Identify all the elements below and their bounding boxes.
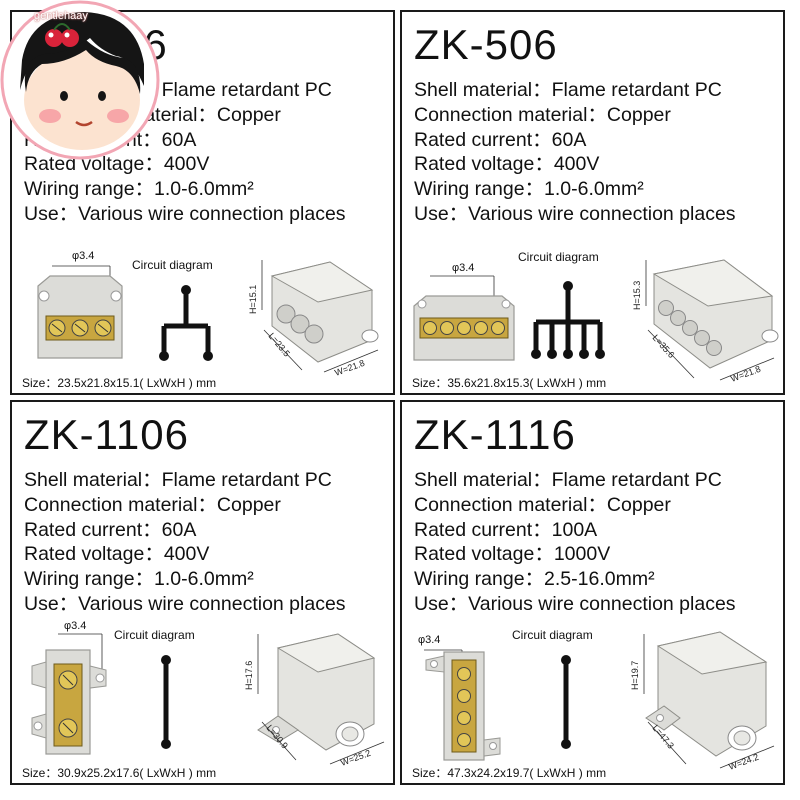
model-title: ZK-1116: [414, 411, 576, 458]
spec-wiring-range: Wiring range：2.5-16.0mm²: [414, 568, 655, 591]
isometric-drawing: H=15.1 L=23.5 W=21.8: [248, 260, 379, 378]
dim-height: H=15.1: [248, 285, 258, 314]
spec-shell-material: Shell material：Flame retardant PC: [414, 79, 722, 101]
product-panel-zk-1106: ZK-1106 Shell material：Flame retardant P…: [10, 400, 395, 785]
top-view-drawing: [413, 275, 515, 361]
dim-width: W=24.2: [727, 752, 760, 772]
dim-width: W=25.2: [339, 748, 372, 768]
model-title: ZK-506: [414, 21, 558, 68]
size-label: Size：35.6x21.8x15.3( LxWxH ) mm: [412, 376, 607, 390]
spec-wiring-range: Wiring range：1.0-6.0mm²: [414, 178, 644, 201]
watermark-text: gentlehaay: [34, 10, 88, 22]
circuit-diagram-label: Circuit diagram: [512, 628, 593, 642]
spec-use: Use：Various wire connection places: [24, 592, 346, 615]
model-title: ZK-1106: [24, 411, 189, 458]
size-label: Size：47.3x24.2x19.7( LxWxH ) mm: [412, 766, 607, 780]
spec-use: Use：Various wire connection places: [414, 592, 736, 615]
shop-logo-avatar: [0, 0, 160, 160]
circuit-diagram-label: Circuit diagram: [518, 250, 599, 264]
product-panel-zk-506: ZK-506 Shell material：Flame retardant PC…: [400, 10, 785, 395]
spec-rated-voltage: Rated voltage：400V: [414, 153, 600, 176]
product-panel-zk-1116: ZK-1116 Shell material：Flame retardant P…: [400, 400, 785, 785]
hole-diameter-label: φ3.4: [64, 620, 87, 632]
spec-connection-material: Connection material：Copper: [414, 493, 671, 516]
isometric-drawing: H=15.3 L=35.6 W=21.8: [632, 259, 779, 384]
size-label: Size：30.9x25.2x17.6( LxWxH ) mm: [22, 766, 217, 780]
top-view-drawing: [424, 649, 501, 761]
size-label: Size：23.5x21.8x15.1( LxWxH ) mm: [22, 376, 217, 390]
circuit-diagram: [531, 281, 605, 359]
spec-rated-current: Rated current：60A: [24, 518, 197, 541]
spec-connection-material: Connection material：Copper: [24, 493, 281, 516]
spec-shell-material: Shell material：Flame retardant PC: [414, 469, 722, 491]
top-view-drawing: [31, 633, 107, 755]
hole-diameter-label: φ3.4: [418, 634, 441, 646]
circuit-diagram: [161, 655, 171, 749]
circuit-diagram-label: Circuit diagram: [114, 628, 195, 642]
dim-height: H=15.3: [632, 281, 642, 310]
spec-use: Use：Various wire connection places: [24, 202, 346, 225]
circuit-diagram-label: Circuit diagram: [132, 258, 213, 272]
spec-rated-current: Rated current：100A: [414, 518, 598, 541]
spec-list: Shell material：Flame retardant PC Connec…: [414, 78, 736, 227]
dim-height: H=19.7: [630, 661, 640, 690]
spec-shell-material: Shell material：Flame retardant PC: [24, 469, 332, 491]
dim-width: W=21.8: [333, 358, 366, 378]
spec-connection-material: Connection material：Copper: [414, 103, 671, 126]
spec-list: Shell material：Flame retardant PC Connec…: [414, 468, 736, 617]
isometric-drawing: H=19.7 L=47.3 W=24.2: [630, 631, 775, 772]
spec-wiring-range: Wiring range：1.0-6.0mm²: [24, 178, 254, 201]
spec-list: Shell material：Flame retardant PC Connec…: [24, 468, 346, 617]
spec-rated-voltage: Rated voltage：1000V: [414, 543, 611, 566]
top-view-drawing: [37, 265, 123, 359]
dim-width: W=21.8: [729, 364, 762, 384]
spec-wiring-range: Wiring range：1.0-6.0mm²: [24, 568, 254, 591]
dim-height: H=17.6: [244, 661, 254, 690]
hole-diameter-label: φ3.4: [72, 250, 95, 262]
spec-use: Use：Various wire connection places: [414, 202, 736, 225]
circuit-diagram: [159, 285, 213, 361]
circuit-diagram: [561, 655, 571, 749]
spec-rated-current: Rated current：60A: [414, 128, 587, 151]
spec-rated-voltage: Rated voltage：400V: [24, 543, 210, 566]
hole-diameter-label: φ3.4: [452, 262, 475, 274]
isometric-drawing: H=17.6 L=30.9 W=25.2: [244, 633, 385, 768]
